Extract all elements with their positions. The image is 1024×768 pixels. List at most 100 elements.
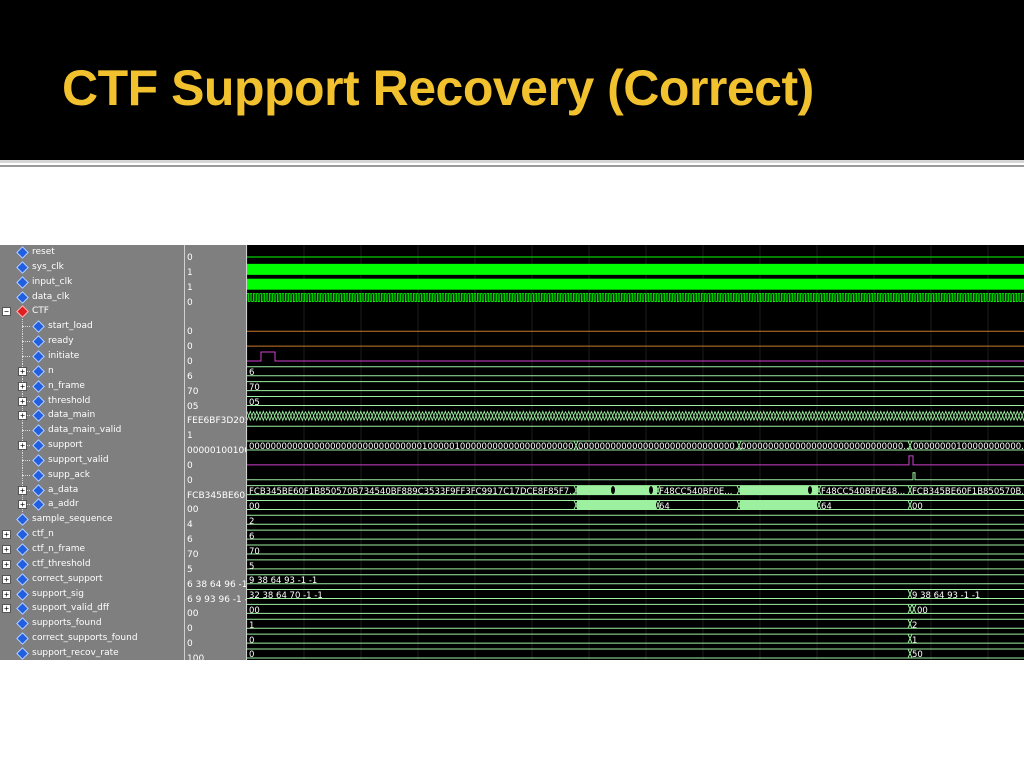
signal-label: CTF [32,306,49,317]
signal-value: 70 [187,379,246,394]
signal-value: 6 [187,527,246,542]
signal-value-text: FEE6BF3D203 [187,416,246,424]
signal-label: ctf_n [32,529,54,540]
wave-label-a-addr-2: 64 [659,502,670,512]
signal-row[interactable]: + a_data [0,482,184,498]
signal-diamond-icon [32,498,45,512]
wave-label-a-data-1: FCB345BE60F1B850570B734540BF889C3533F9FF… [249,487,577,497]
signal-value-text: 1 [187,431,193,439]
wave-a-data-burst [740,485,818,495]
wave-a-data-transition [816,485,822,495]
signal-row[interactable]: +n_frame [0,378,184,394]
expand-icon[interactable]: + [2,604,11,614]
wave-label-correct-supports-found-2: 1 [912,636,917,646]
wave-a-addr-transition [573,500,579,510]
signal-row[interactable]: start_load [0,319,184,335]
signal-row[interactable]: + ctf_n [0,527,184,542]
wave-support-recov-rate-transition [907,648,913,659]
signal-value: 0 [187,334,246,349]
signal-row[interactable]: +ctf_n_frame [0,542,184,557]
signal-value: 00 [187,601,246,616]
expand-icon[interactable]: + [2,574,11,584]
signal-value-text: 70 [187,386,199,394]
wave-label-threshold: 05 [249,398,260,408]
expand-icon[interactable]: + [2,545,11,554]
signal-value-text: 1 [187,282,193,290]
signal-row[interactable]: data_main_valid [0,423,184,439]
wave-label-ctf-threshold: 5 [249,562,254,572]
signal-value-text: 0 [187,253,193,260]
signal-label: a_addr [48,499,79,510]
expand-icon[interactable]: + [18,500,27,510]
signal-value: 0 [187,468,246,483]
signal-label: sys_clk [32,261,64,272]
signal-value: FCB345BE60F [187,483,246,498]
expand-icon[interactable]: + [2,589,11,599]
signal-row[interactable]: +correct_support [0,572,184,587]
signal-row[interactable]: +support_sig [0,587,184,602]
signal-row[interactable]: support_recov_rate [0,646,184,661]
tree-branch [22,355,30,358]
expand-icon[interactable]: + [18,396,27,406]
tree-branch [22,341,30,343]
signal-row[interactable]: input_clk [0,275,184,290]
signal-row[interactable]: +data_main [0,408,184,424]
signal-row[interactable]: supp_ack [0,467,184,483]
expand-icon[interactable]: + [18,411,27,421]
collapse-icon[interactable]: − [2,307,11,317]
signal-row[interactable]: supports_found [0,616,184,631]
signal-row[interactable]: initiate [0,348,184,364]
wave-support-transition [907,440,913,451]
signal-row[interactable]: sys_clk [0,260,184,275]
expand-icon[interactable]: + [2,559,11,569]
signal-value: 1 [187,423,246,438]
signal-value-text: 0 [187,475,193,483]
signal-value: 6 [187,364,246,379]
expand-icon[interactable]: + [18,366,27,376]
signal-diamond-icon [16,543,29,556]
wave-support-valid-dff-transition [907,604,913,614]
wave-input-clk [247,278,1024,290]
signal-row[interactable]: ready [0,334,184,350]
signal-row[interactable]: +ctf_threshold [0,557,184,572]
wave-data-clk [247,293,1024,302]
wave-supp-ack [247,472,1024,481]
signal-row[interactable]: sample_sequence [0,512,184,527]
signal-diamond-icon [16,617,29,631]
expand-icon[interactable]: + [18,381,27,391]
wave-a-addr-transition [907,500,913,510]
signal-row[interactable]: +support_valid_dff [0,601,184,616]
wave-support-valid-dff-transition [911,604,917,614]
signal-row[interactable]: − CTF [0,304,184,319]
signal-label: a_data [48,484,79,495]
signal-label: correct_supports_found [32,633,138,644]
signal-diamond-icon [16,602,29,616]
signal-label: data_main_valid [48,425,122,436]
signal-row[interactable]: data_clk [0,290,184,305]
tree-branch [22,459,30,462]
signal-row[interactable]: +support [0,438,184,454]
signal-row[interactable]: reset [0,245,184,260]
signal-diamond-icon [16,647,29,660]
wave-label-support-3: 000000000000000000000000000000... [741,442,911,452]
signal-row[interactable]: + a_addr [0,497,184,513]
signal-row[interactable]: +n [0,363,184,379]
wave-label-support-1: 0000000000000000000000000000000010000010… [249,442,582,452]
signal-value-text: 0 [187,639,193,647]
signal-row[interactable]: support_valid [0,452,184,468]
signal-value: 0 [187,245,246,260]
signal-row[interactable]: correct_supports_found [0,631,184,646]
expand-icon[interactable]: + [18,485,27,495]
pane-divider[interactable] [184,245,185,660]
signal-diamond-icon [16,557,29,571]
signal-label: threshold [48,395,91,406]
signal-value: 00 [187,497,246,512]
divider-rule-secondary [0,165,1024,167]
expand-icon[interactable]: + [18,441,27,451]
wave-label-ctf-n: 6 [249,532,254,542]
signal-value-text: 0 [187,624,193,632]
signal-value: 1 [187,275,246,290]
signal-row[interactable]: + threshold [0,393,184,409]
expand-icon[interactable]: + [2,530,11,540]
waveform-pane[interactable]: 6 70 05 00000000000000000000000000000000… [247,245,1024,660]
